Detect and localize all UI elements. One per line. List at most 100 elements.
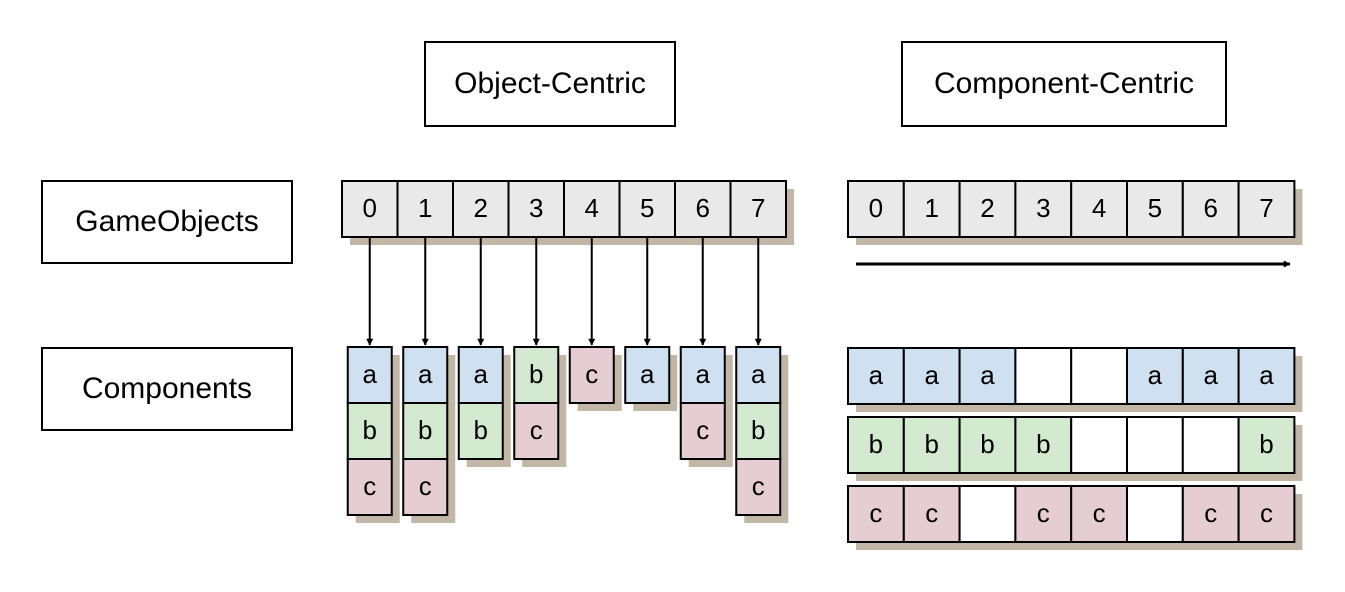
oc-component-c-label: c — [419, 471, 432, 501]
cc-component-a-label: a — [869, 360, 884, 390]
cc-empty-slot — [958, 485, 1017, 543]
cc-component-a: a — [847, 347, 905, 405]
oc-component-a-label: a — [751, 359, 766, 389]
cc-component-c-label: c — [869, 498, 882, 528]
oc-component-a: a — [624, 346, 671, 404]
cc-component-b-label: b — [924, 429, 938, 459]
component-centric-header: Component-Centric — [901, 41, 1227, 127]
oc-component-a: a — [346, 346, 393, 404]
oc-index-cell-label: 4 — [585, 193, 599, 223]
oc-index-cell-label: 1 — [418, 193, 432, 223]
oc-component-a: a — [679, 346, 726, 404]
oc-index-cell: 6 — [674, 180, 732, 238]
oc-component-c: c — [679, 402, 726, 460]
components-row-label: Components — [41, 347, 293, 431]
oc-component-c: c — [346, 458, 393, 516]
oc-component-c: c — [402, 458, 449, 516]
oc-component-c-label: c — [752, 471, 765, 501]
oc-index-cell-label: 2 — [474, 193, 488, 223]
cc-component-c: c — [847, 485, 905, 543]
cc-index-cell-label: 0 — [869, 193, 883, 223]
cc-empty-slot — [1014, 347, 1073, 405]
oc-component-c: c — [568, 346, 615, 404]
cc-empty-slot — [1070, 416, 1128, 474]
oc-index-cell: 5 — [618, 180, 676, 238]
oc-component-c-label: c — [530, 415, 543, 445]
oc-component-c: c — [513, 402, 560, 460]
cc-component-a: a — [1126, 347, 1184, 405]
cc-component-c: c — [1070, 485, 1128, 543]
oc-component-b: b — [735, 402, 782, 460]
cc-index-cell: 7 — [1237, 180, 1296, 238]
cc-component-a-label: a — [1148, 360, 1163, 390]
cc-component-a: a — [902, 347, 961, 405]
cc-index-cell-label: 2 — [980, 193, 994, 223]
oc-index-cell-label: 7 — [751, 193, 765, 223]
oc-component-a-label: a — [640, 359, 655, 389]
components-label: Components — [82, 372, 252, 405]
oc-component-c-label: c — [585, 359, 598, 389]
cc-component-a-label: a — [924, 360, 939, 390]
cc-component-c: c — [1181, 485, 1240, 543]
cc-component-b: b — [1237, 416, 1296, 474]
component-centric-title: Component-Centric — [934, 67, 1194, 100]
cc-component-c: c — [902, 485, 961, 543]
oc-component-b: b — [513, 346, 560, 404]
cc-index-cell: 1 — [902, 180, 961, 238]
cc-index-cell: 2 — [958, 180, 1017, 238]
cc-index-cell-label: 6 — [1203, 193, 1217, 223]
oc-index-cell: 3 — [507, 180, 565, 238]
cc-component-b-label: b — [1036, 429, 1050, 459]
oc-component-c-label: c — [696, 415, 709, 445]
cc-component-b: b — [958, 416, 1017, 474]
cc-component-c-label: c — [1204, 498, 1217, 528]
object-centric-pointer-arrows — [366, 237, 762, 346]
cc-index-cell: 0 — [847, 180, 905, 238]
oc-index-cell-label: 5 — [640, 193, 654, 223]
oc-index-cell-label: 3 — [529, 193, 543, 223]
oc-component-b-label: b — [418, 415, 432, 445]
cc-component-a: a — [958, 347, 1017, 405]
oc-component-a: a — [735, 346, 782, 404]
cc-index-cell-label: 3 — [1036, 193, 1050, 223]
cc-component-c-label: c — [1260, 498, 1273, 528]
cc-index-cell-label: 1 — [924, 193, 938, 223]
cc-component-a-label: a — [1203, 360, 1218, 390]
cc-component-a: a — [1237, 347, 1296, 405]
cc-component-a-label: a — [980, 360, 995, 390]
oc-index-cell-label: 0 — [363, 193, 377, 223]
oc-index-cell-label: 6 — [696, 193, 710, 223]
oc-component-b: b — [457, 402, 504, 460]
oc-component-a-label: a — [474, 359, 489, 389]
cc-component-b: b — [902, 416, 961, 474]
cc-component-c-label: c — [925, 498, 938, 528]
cc-empty-slot — [1070, 347, 1128, 405]
oc-component-b-label: b — [363, 415, 377, 445]
cc-index-cell: 6 — [1181, 180, 1240, 238]
gameobjects-row-label: GameObjects — [41, 180, 293, 264]
oc-component-a-label: a — [418, 359, 433, 389]
cc-empty-slot — [1181, 416, 1240, 474]
oc-component-a: a — [457, 346, 504, 404]
oc-component-c-label: c — [363, 471, 376, 501]
cc-index-cell-label: 5 — [1148, 193, 1162, 223]
cc-component-a-label: a — [1259, 360, 1274, 390]
cc-component-c: c — [1237, 485, 1296, 543]
oc-component-b-label: b — [751, 415, 765, 445]
oc-index-cell: 1 — [396, 180, 454, 238]
oc-component-b: b — [402, 402, 449, 460]
oc-component-b-label: b — [529, 359, 543, 389]
gameobjects-label: GameObjects — [75, 205, 258, 238]
oc-component-b-label: b — [474, 415, 488, 445]
object-centric-index-array: 0 1 2 3 4 5 6 7 — [341, 180, 794, 245]
object-centric-header: Object-Centric — [424, 41, 676, 127]
oc-component-b: b — [346, 402, 393, 460]
oc-component-a-label: a — [696, 359, 711, 389]
cc-empty-slot — [1126, 416, 1184, 474]
oc-component-c: c — [735, 458, 782, 516]
cc-index-cell: 3 — [1014, 180, 1073, 238]
